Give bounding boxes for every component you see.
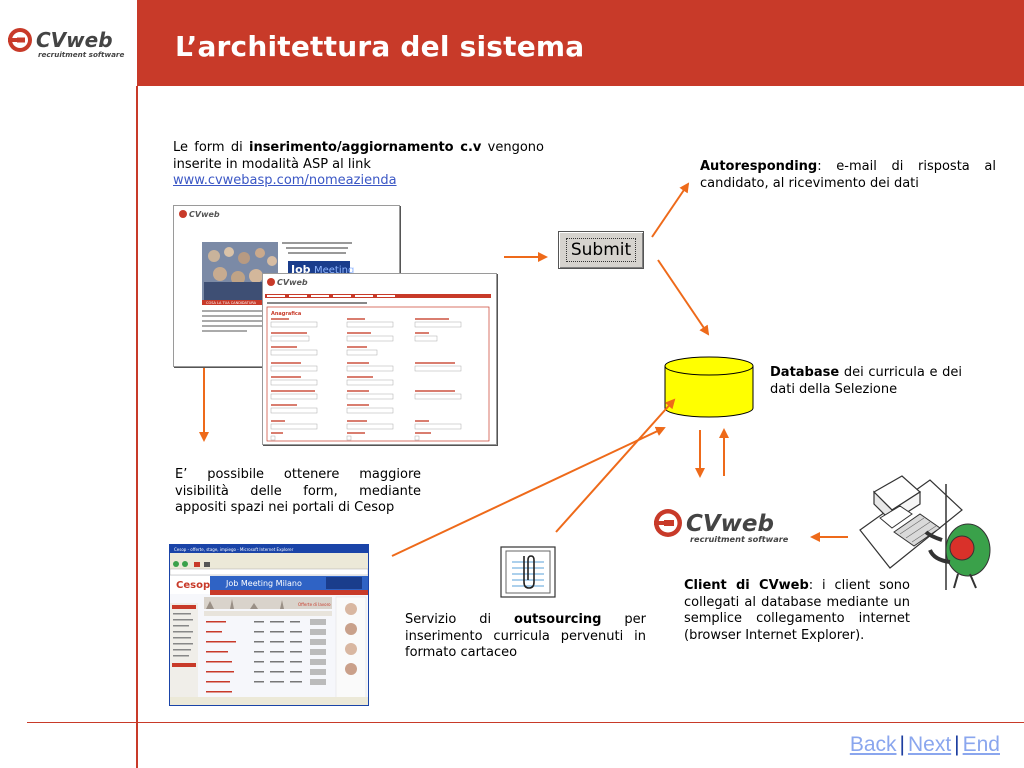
paperclip-document-icon (500, 546, 556, 598)
nav-separator-2: | (954, 733, 960, 756)
database-description: Database dei curricula e dei dati della … (770, 365, 962, 397)
portal-site-name: Cesop (176, 580, 210, 591)
portal-screenshot-image: Cesop - offerte, stage, impiego - Micros… (170, 545, 368, 705)
forms-description: Le form di inserimento/aggiornamento c.v… (173, 140, 544, 188)
header-bar (137, 0, 1024, 86)
logo-tagline: recruitment software (38, 50, 124, 59)
database-bold: Database (770, 365, 840, 380)
arrow-submit-to-autoresponding (651, 182, 690, 238)
cvweb-logo-large: CVweb recruitment software (652, 505, 800, 545)
autoresponding-description: Autoresponding: e-mail di risposta al ca… (700, 159, 996, 191)
client-description: Client di CVweb: i client sono collegati… (684, 578, 910, 643)
forms-bold: inserimento/aggiornamento c.v (248, 140, 482, 155)
client-bold: Client di CVweb (684, 578, 809, 593)
nav-end-link[interactable]: End (962, 733, 1000, 756)
outsourcing-description: Servizio di outsourcing per inserimento … (405, 612, 646, 660)
nav-separator-1: | (899, 733, 905, 756)
submit-button[interactable]: Submit (558, 231, 644, 269)
form-front-section: Anagrafica (271, 311, 301, 317)
logo-brand: CVweb (36, 28, 113, 52)
cvweb-logo: CVweb recruitment software (6, 24, 132, 60)
submit-label: Submit (565, 238, 637, 262)
portal-banner: Job Meeting Milano (225, 579, 302, 588)
footer-divider (27, 722, 1024, 723)
arrow-portal-to-database (391, 426, 666, 557)
nav-next-link[interactable]: Next (907, 733, 952, 756)
outsourcing-bold: outsourcing (514, 612, 602, 627)
form-front-logo: CVweb (277, 278, 308, 287)
portal-screenshot: Cesop - offerte, stage, impiego - Micros… (169, 544, 369, 706)
logo-large-tagline: recruitment software (690, 534, 789, 544)
vertical-divider (136, 86, 138, 768)
portal-section: Offerte di lavoro (298, 602, 331, 607)
database-icon (664, 356, 754, 418)
cvweb-logo-mark-icon (8, 28, 32, 52)
form-back-logo: CVweb (189, 210, 220, 219)
form-screenshot-front-image: CVweb Anagrafica (265, 278, 491, 442)
portal-window-title: Cesop - offerte, stage, impiego - Micros… (174, 547, 294, 552)
portal-description: E’ possibile ottenere maggiore visibilit… (175, 467, 421, 515)
cvweb-logo-large-mark-icon (654, 509, 682, 537)
slide-title: L’architettura del sistema (175, 30, 585, 63)
arrow-submit-to-database (657, 259, 710, 336)
logo-large-brand: CVweb (686, 511, 774, 537)
slide-navigation: Back|Next|End (850, 733, 1000, 757)
form-back-badge-job: Job (290, 263, 311, 276)
form-screenshot-front: CVweb Anagrafica (262, 273, 497, 445)
asp-link[interactable]: www.cvwebasp.com/nomeazienda (173, 173, 397, 188)
nav-back-link[interactable]: Back (849, 733, 897, 756)
person-at-computer-icon (850, 470, 1000, 590)
form-back-left-bar: COSA LA TUA CANDIDATURA (206, 301, 257, 305)
autoresponding-bold: Autoresponding (700, 159, 818, 174)
form-back-badge-meeting: Meeting (314, 265, 354, 276)
